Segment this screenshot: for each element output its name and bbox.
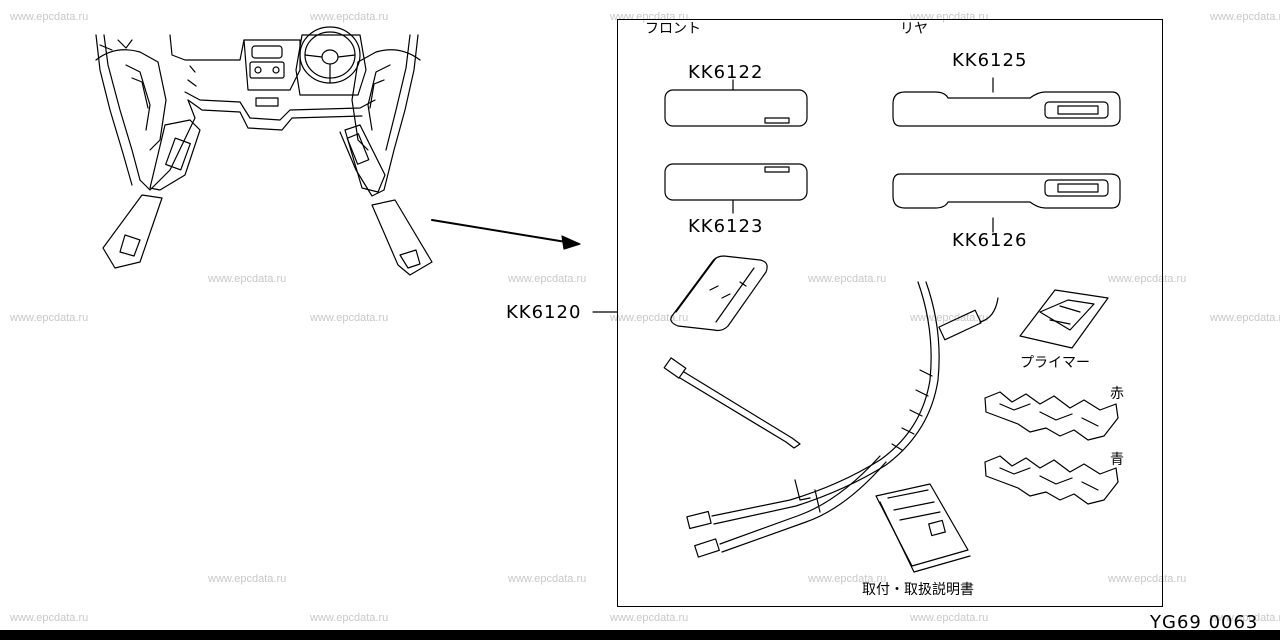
part-number-kk6126: KK6126	[952, 230, 1028, 251]
watermark: www.epcdata.ru	[208, 273, 287, 285]
watermark: www.epcdata.ru	[508, 573, 587, 585]
primer-sheet	[1019, 289, 1109, 349]
primer-label: プライマー	[1020, 355, 1090, 371]
cleaning-pad	[670, 255, 768, 332]
pointer-arrow	[431, 219, 581, 250]
rear-mat-kk6125	[892, 77, 1121, 127]
watermark: www.epcdata.ru	[508, 273, 587, 285]
blue-label: 青	[1110, 452, 1124, 468]
watermark: www.epcdata.ru	[1210, 312, 1280, 324]
red-connector	[984, 391, 1119, 441]
watermark: www.epcdata.ru	[910, 612, 989, 624]
part-number-kk6122: KK6122	[688, 62, 764, 83]
front-mat-kk6123	[664, 163, 808, 214]
watermark: www.epcdata.ru	[808, 573, 887, 585]
watermark: www.epcdata.ru	[610, 612, 689, 624]
watermark: www.epcdata.ru	[310, 11, 389, 23]
watermark: www.epcdata.ru	[208, 573, 287, 585]
watermark: www.epcdata.ru	[1108, 573, 1187, 585]
installation-manual	[875, 483, 971, 573]
watermark: www.epcdata.ru	[10, 11, 89, 23]
watermark: www.epcdata.ru	[10, 312, 89, 324]
red-label: 赤	[1110, 386, 1124, 402]
watermark: www.epcdata.ru	[910, 11, 989, 23]
watermark: www.epcdata.ru	[1108, 273, 1187, 285]
kit-part-number: KK6120	[506, 302, 582, 323]
bottom-bar	[0, 630, 1280, 640]
part-number-kk6125: KK6125	[952, 50, 1028, 71]
cable-tie	[663, 357, 801, 449]
watermark: www.epcdata.ru	[610, 11, 689, 23]
diagram-code: YG69 0063	[1150, 612, 1259, 633]
watermark: www.epcdata.ru	[310, 612, 389, 624]
front-label: フロント	[645, 21, 701, 37]
front-mat-kk6122	[664, 79, 808, 127]
watermark: www.epcdata.ru	[1210, 612, 1280, 624]
wire-harness	[686, 281, 999, 558]
watermark: www.epcdata.ru	[10, 612, 89, 624]
blue-connector	[984, 455, 1119, 505]
manual-label: 取付・取扱説明書	[862, 582, 974, 598]
watermark: www.epcdata.ru	[1210, 11, 1280, 23]
vehicle-interior-illustration	[95, 26, 433, 276]
kit-frame	[617, 19, 1163, 607]
watermark: www.epcdata.ru	[610, 312, 689, 324]
rear-label: リヤ	[900, 21, 928, 37]
watermark: www.epcdata.ru	[910, 312, 989, 324]
rear-mat-kk6126	[892, 173, 1121, 233]
watermark: www.epcdata.ru	[808, 273, 887, 285]
part-number-kk6123: KK6123	[688, 216, 764, 237]
watermark: www.epcdata.ru	[310, 312, 389, 324]
